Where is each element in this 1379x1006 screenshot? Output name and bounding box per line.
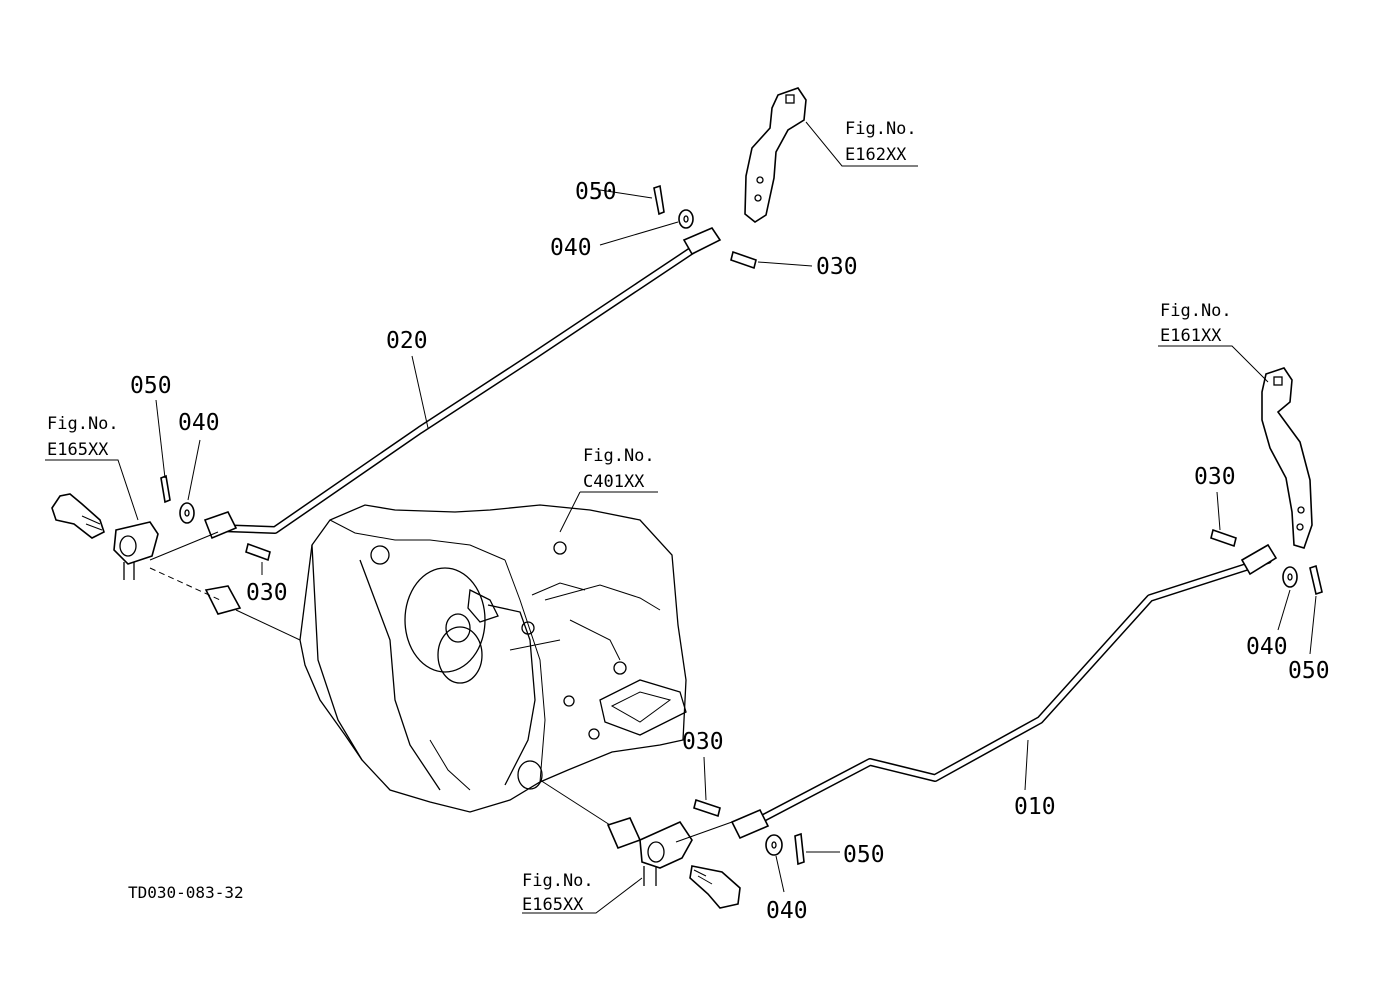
callout-050-bottom: 050 <box>843 842 885 868</box>
cotter-pin-050-bottom <box>794 832 805 866</box>
right-lever <box>1261 367 1313 549</box>
bottom-bracket-assembly <box>539 779 741 909</box>
washer-040-left <box>179 502 195 524</box>
callout-050-top: 050 <box>575 179 617 205</box>
left-bracket-assembly <box>51 493 301 641</box>
rod-010 <box>730 543 1278 840</box>
callout-030-bottom: 030 <box>682 729 724 755</box>
fig-ref-c401-label: Fig.No. <box>583 446 655 466</box>
washer-040-bottom <box>765 834 783 856</box>
fig-ref-e165-left-label: Fig.No. <box>47 414 119 434</box>
callout-040-top: 040 <box>550 235 592 261</box>
fig-ref-e165-bottom-label: Fig.No. <box>522 871 594 891</box>
pin-030-bottom <box>693 798 721 818</box>
cotter-pin-050-right <box>1309 564 1323 596</box>
rod-020 <box>203 227 722 540</box>
transmission-housing <box>299 504 687 813</box>
pin-030-left <box>245 542 271 562</box>
fig-ref-e161-label: Fig.No. <box>1160 301 1232 321</box>
washer-040-top <box>678 209 694 229</box>
upper-lever <box>744 87 807 223</box>
callout-040-right: 040 <box>1246 634 1288 660</box>
callout-040-left: 040 <box>178 410 220 436</box>
fig-ref-c401-code: C401XX <box>583 472 645 492</box>
pin-030-top <box>730 250 757 270</box>
callout-040-bottom: 040 <box>766 898 808 924</box>
leader-lines <box>45 121 1317 914</box>
cotter-pin-050-left <box>160 474 171 504</box>
callout-050-right: 050 <box>1288 658 1330 684</box>
fig-ref-e161-code: E161XX <box>1160 326 1222 346</box>
fig-ref-e165-left-code: E165XX <box>47 440 109 460</box>
callout-050-left: 050 <box>130 373 172 399</box>
fig-ref-e162-code: E162XX <box>845 145 907 165</box>
callout-030-right: 030 <box>1194 464 1236 490</box>
drawing-code: TD030-083-32 <box>128 883 244 902</box>
washer-040-right <box>1282 566 1298 588</box>
pin-030-right <box>1210 528 1237 548</box>
fig-ref-e162-label: Fig.No. <box>845 119 917 139</box>
fig-ref-e165-bottom-code: E165XX <box>522 895 584 915</box>
callout-010: 010 <box>1014 794 1056 820</box>
callout-030-left: 030 <box>246 580 288 606</box>
cotter-pin-050-top <box>653 184 665 216</box>
callout-030-top: 030 <box>816 254 858 280</box>
callout-020: 020 <box>386 328 428 354</box>
